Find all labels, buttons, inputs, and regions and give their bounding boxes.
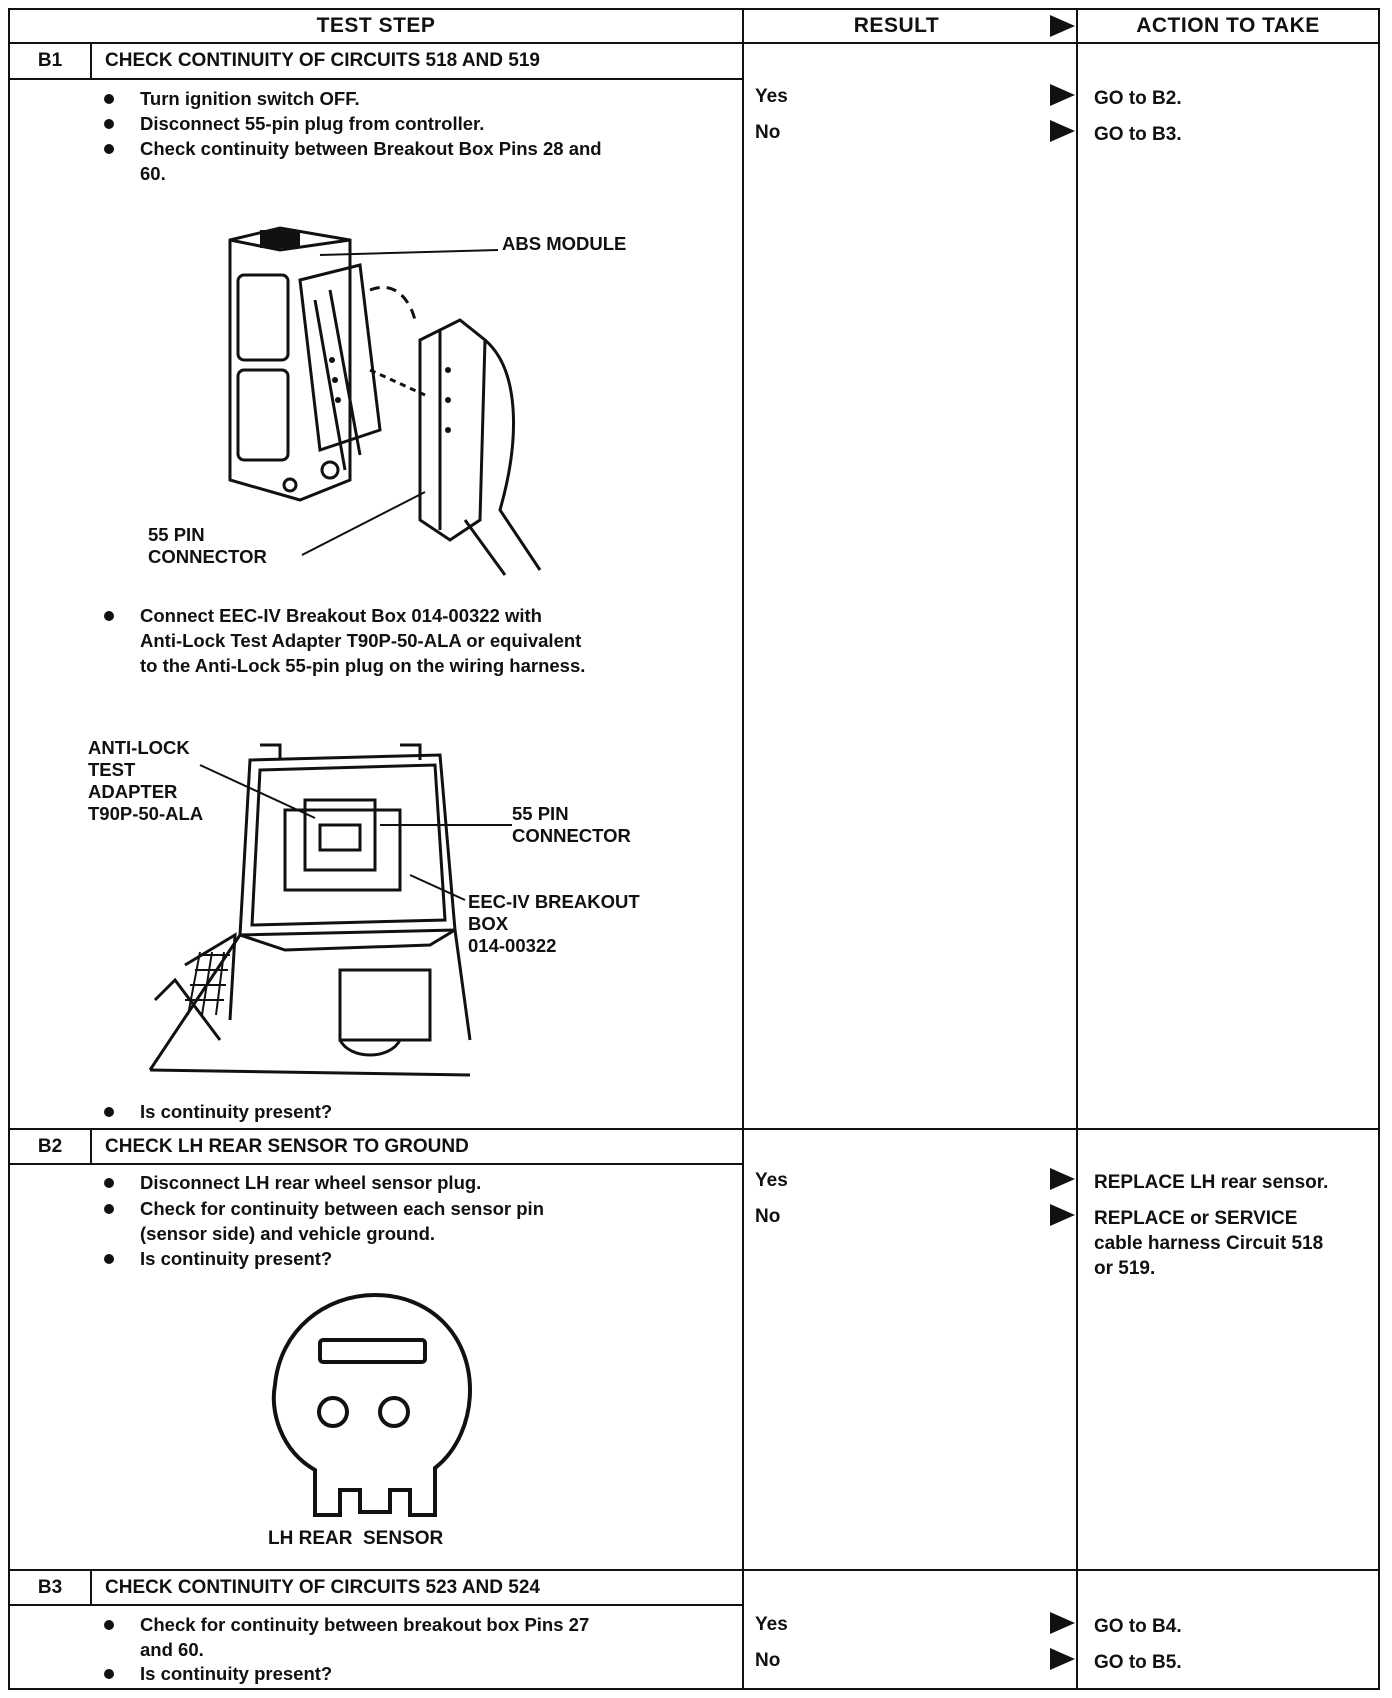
arrow-icon [1050, 84, 1075, 106]
breakout-box-label: EEC-IV BREAKOUT BOX 014-00322 [468, 891, 640, 956]
connector-label: 55 PIN CONNECTOR [512, 803, 631, 846]
arrow-icon [1050, 120, 1075, 142]
abs-module-illustration [228, 226, 542, 576]
rule [8, 8, 1380, 10]
rule [90, 44, 92, 78]
adapter-label: ANTI-LOCK TEST ADAPTER T90P-50-ALA [88, 737, 204, 824]
rule [8, 8, 10, 1690]
bullet-icon [104, 119, 114, 129]
action-text: GO to B3. [1094, 124, 1182, 145]
action-text: GO to B5. [1094, 1652, 1182, 1673]
bullet-icon [104, 1620, 114, 1630]
action-text: REPLACE or SERVICE cable harness Circuit… [1094, 1208, 1324, 1279]
arrow-icon [1050, 15, 1075, 37]
sensor-plug-illustration [271, 1292, 473, 1517]
rule [8, 78, 744, 80]
bullet-icon [104, 611, 114, 621]
bullet-icon [104, 1107, 114, 1117]
result-yes: Yes [755, 86, 788, 107]
result-no: No [755, 122, 781, 143]
step-title: CHECK LH REAR SENSOR TO GROUND [105, 1136, 469, 1157]
arrow-icon [1050, 1168, 1075, 1190]
rule [1076, 8, 1078, 1690]
result-yes: Yes [755, 1170, 788, 1191]
breakout-box-illustration [148, 743, 512, 1077]
bullet-icon [104, 94, 114, 104]
result-no: No [755, 1206, 781, 1227]
step-id: B1 [37, 50, 63, 71]
sensor-label: LH REAR SENSOR [268, 1528, 444, 1549]
rule [90, 1130, 92, 1164]
result-yes: Yes [755, 1614, 788, 1635]
arrow-icon [1050, 1204, 1075, 1226]
header-action: ACTION TO TAKE [1136, 14, 1320, 37]
abs-module-label: ABS MODULE [502, 233, 627, 254]
bullet-icon [104, 1178, 114, 1188]
step-id: B3 [37, 1577, 63, 1598]
arrow-icon [1050, 1612, 1075, 1634]
rule [8, 1688, 1380, 1690]
rule [8, 1163, 744, 1165]
rule [8, 1569, 1380, 1571]
step-title: CHECK CONTINUITY OF CIRCUITS 523 AND 524 [105, 1577, 540, 1598]
action-text: REPLACE LH rear sensor. [1094, 1172, 1329, 1193]
step-id: B2 [37, 1136, 63, 1157]
bullet-icon [104, 1669, 114, 1679]
result-no: No [755, 1650, 781, 1671]
rule [8, 1604, 744, 1606]
rule [8, 42, 1380, 44]
arrow-icon [1050, 1648, 1075, 1670]
rule [742, 8, 744, 1690]
header-test-step: TEST STEP [316, 14, 436, 37]
step-title: CHECK CONTINUITY OF CIRCUITS 518 AND 519 [105, 50, 540, 71]
bullet-icon [104, 1204, 114, 1214]
rule [1378, 8, 1380, 1690]
action-text: GO to B2. [1094, 88, 1182, 109]
rule [8, 1128, 1380, 1130]
bullet-icon [104, 144, 114, 154]
bullet-icon [104, 1254, 114, 1264]
rule [90, 1571, 92, 1605]
connector-label: 55 PIN CONNECTOR [148, 524, 267, 567]
action-text: GO to B4. [1094, 1616, 1182, 1637]
header-result: RESULT [853, 14, 940, 37]
